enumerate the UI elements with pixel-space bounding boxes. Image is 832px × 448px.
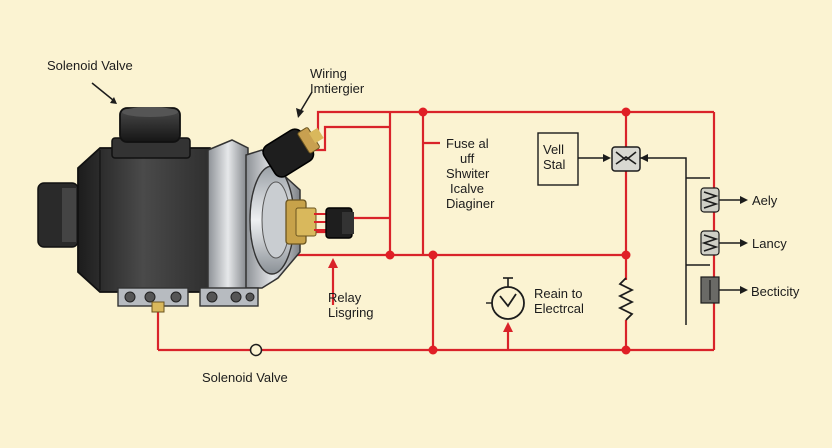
label-fuse-line5: Diaginer — [446, 196, 495, 211]
relay-meter-symbol — [486, 277, 525, 320]
junction-nodes — [385, 107, 631, 355]
label-stal-line: Stal — [543, 157, 566, 172]
label-becticity: Becticity — [751, 284, 800, 299]
signal-lines — [91, 82, 748, 325]
label-fuse-line2: uff — [460, 151, 475, 166]
label-reain: Reain to Electrcal — [534, 286, 584, 316]
label-wiring: Wiring Imtiergier — [310, 66, 364, 96]
coil-aely — [700, 187, 720, 213]
label-vell-line: Vell — [543, 142, 564, 157]
label-fuse: Fuse al uff Shwiter Icalve Diaginer — [446, 136, 494, 211]
label-vell-stal: Vell Stal — [543, 142, 565, 172]
label-solenoid-valve-top: Solenoid Valve — [47, 58, 133, 73]
label-relay-line2: Lisgring — [328, 305, 374, 320]
label-lancy: Lancy — [752, 236, 787, 251]
label-reain-line1: Reain to — [534, 286, 583, 301]
spring-symbol — [617, 277, 635, 321]
switch-symbol — [611, 146, 641, 172]
coil-lancy — [700, 230, 720, 256]
label-fuse-line4: Icalve — [450, 181, 484, 196]
label-reain-line2: Electrcal — [534, 301, 584, 316]
label-aely: Aely — [752, 193, 778, 208]
terminal-node — [249, 343, 263, 357]
label-fuse-line3: Shwiter — [446, 166, 490, 181]
label-wiring-line1: Wiring — [310, 66, 347, 81]
vell-stal-box — [537, 132, 579, 186]
label-wiring-line2: Imtiergier — [310, 81, 365, 96]
label-relay: Relay Lisgring — [328, 290, 374, 320]
label-fuse-line1: Fuse al — [446, 136, 489, 151]
label-relay-line1: Relay — [328, 290, 362, 305]
block-becticity — [700, 276, 720, 304]
solenoid-valve-illustration — [37, 107, 354, 313]
label-solenoid-valve-bottom: Solenoid Valve — [202, 370, 288, 385]
